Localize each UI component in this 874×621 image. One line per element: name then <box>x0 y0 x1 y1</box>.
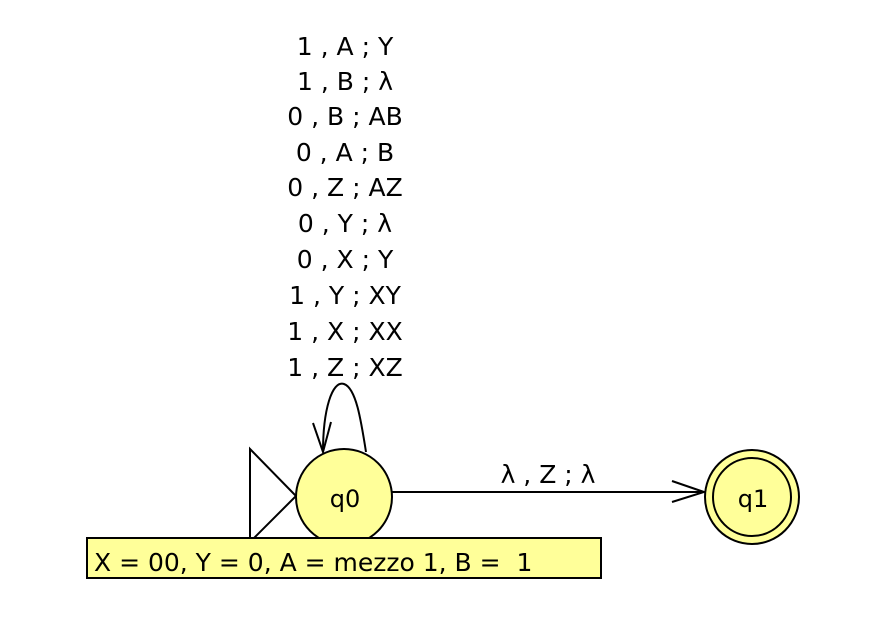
transition-label: 0 , Y ; λ <box>298 209 392 238</box>
state-label: q0 <box>330 485 361 513</box>
transition-label: 1 , A ; Y <box>297 32 394 61</box>
note-rect <box>86 537 602 579</box>
state-q0[interactable]: q0 <box>295 448 393 546</box>
transition-label: 0 , X ; Y <box>297 245 394 274</box>
transition-arrowhead <box>671 480 708 503</box>
initial-state-marker <box>249 446 298 545</box>
transition-label: 1 , B ; λ <box>297 67 393 96</box>
self-loop-arrowhead <box>312 421 332 456</box>
self-loop-arc <box>322 382 367 453</box>
transition-label: 0 , Z ; AZ <box>287 173 402 202</box>
transition-label: 1 , Z ; XZ <box>287 353 402 382</box>
transition-label: λ , Z ; λ <box>501 460 596 489</box>
state-inner-circle <box>712 457 792 537</box>
note-text: X = 00, Y = 0, A = mezzo 1, B = 1 <box>94 548 532 577</box>
self-loop-labels: 1 , A ; Y 1 , B ; λ 0 , B ; AB 0 , A ; B… <box>287 32 402 382</box>
transition-label: 1 , Y ; XY <box>289 281 401 310</box>
transition-label: 0 , A ; B <box>296 138 394 167</box>
transition-label: 0 , B ; AB <box>287 102 402 131</box>
state-q1[interactable]: q1 <box>704 449 800 545</box>
state-label: q1 <box>738 485 769 513</box>
transition-label: 1 , X ; XX <box>287 317 402 346</box>
note-box: X = 00, Y = 0, A = mezzo 1, B = 1 <box>86 537 602 579</box>
